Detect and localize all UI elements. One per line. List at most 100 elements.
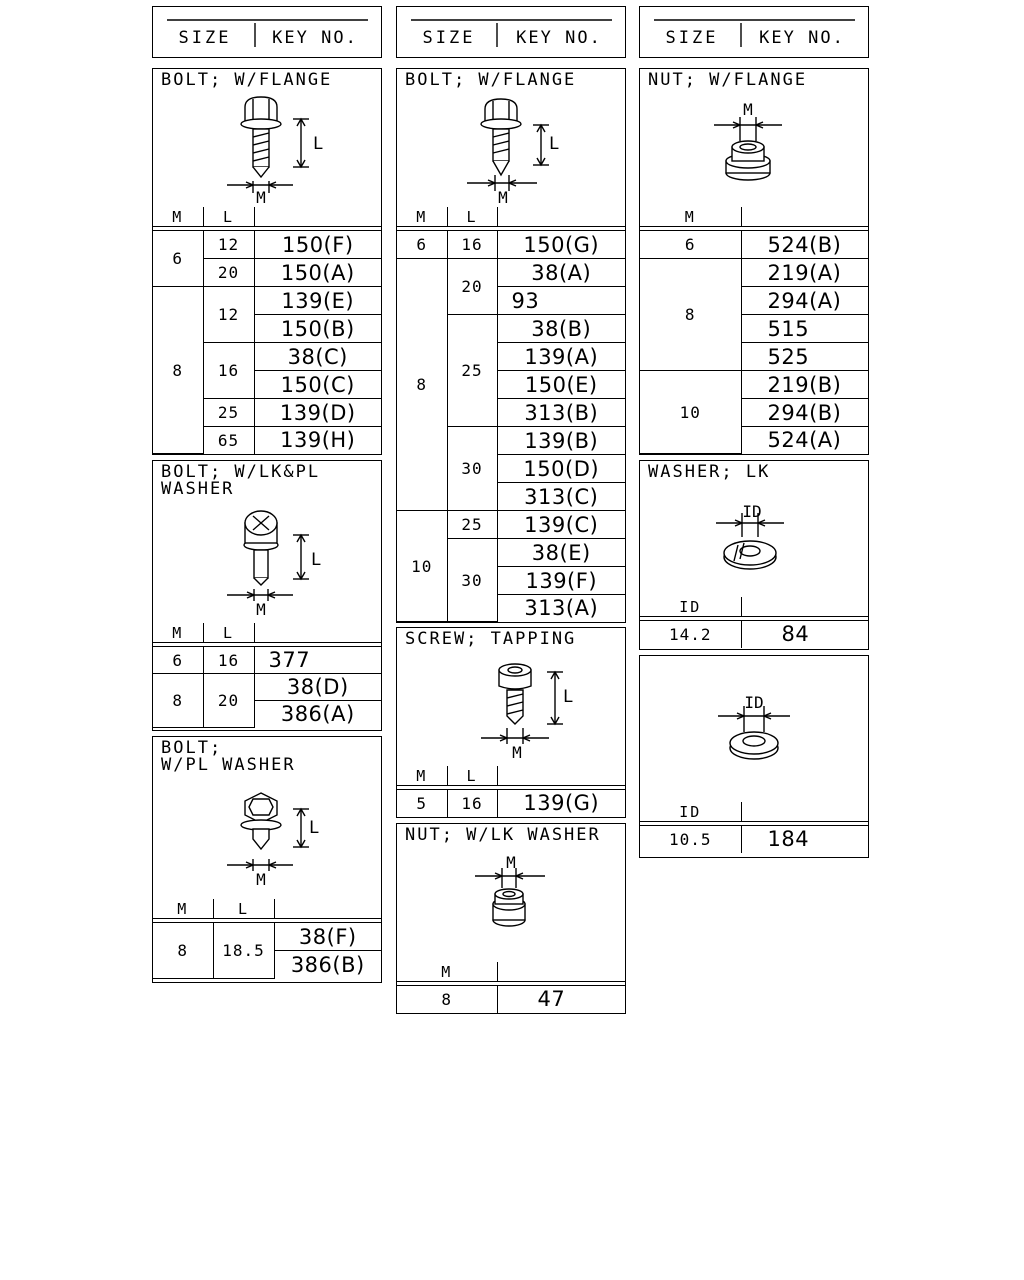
- key-cell: 386(B): [274, 950, 381, 979]
- key-no-label: KEY NO.: [272, 28, 358, 48]
- svg-text:M: M: [512, 743, 522, 762]
- key-cell: 377: [253, 646, 381, 674]
- key-cell: 139(E): [253, 286, 381, 315]
- pl-bolt-icon: L M: [227, 792, 319, 889]
- panel-title: BOLT; W/FLANGE: [405, 70, 577, 90]
- svg-text:SIZE: SIZE: [423, 28, 476, 48]
- key-cell: 184: [740, 825, 868, 853]
- key-cell: 84: [740, 620, 868, 648]
- key-cell: 150(G): [496, 230, 625, 259]
- key-cell: 150(C): [254, 370, 381, 399]
- key-cell: 38(B): [496, 314, 625, 343]
- key-cell: 139(A): [497, 342, 625, 371]
- svg-text:M: M: [506, 853, 516, 872]
- size-key-header-2: SIZE KEY NO.: [396, 6, 626, 58]
- key-cell: 139(C): [496, 510, 625, 539]
- svg-text:ID: ID: [744, 693, 763, 712]
- tapping-screw-icon: L M: [481, 663, 573, 762]
- dim-l-label: L: [313, 134, 323, 154]
- flange-bolt-icon: L M: [467, 98, 559, 207]
- svg-text:KEY NO.: KEY NO.: [516, 28, 602, 48]
- key-cell: 313(A): [497, 594, 625, 622]
- key-cell: 38(F): [273, 922, 381, 951]
- key-cell: 38(C): [253, 342, 381, 371]
- panel-title: BOLT;W/PL WASHER: [161, 738, 296, 775]
- size-key-header-1: SIZE KEY NO.: [152, 6, 382, 58]
- flange-bolt-icon: L M: [227, 96, 323, 207]
- key-cell: 139(F): [497, 566, 625, 595]
- bolt-flange-panel-2: BOLT; W/FLANGE L M M L: [396, 68, 626, 623]
- header-rule: SIZE KEY NO.: [654, 19, 855, 48]
- svg-text:L: L: [311, 550, 321, 570]
- svg-text:M: M: [256, 600, 266, 619]
- svg-text:L: L: [563, 687, 573, 707]
- svg-text:L: L: [309, 818, 319, 838]
- key-cell: 150(F): [253, 230, 381, 259]
- panel-title: SCREW; TAPPING: [405, 629, 577, 649]
- size-key-header-3: SIZE KEY NO.: [639, 6, 869, 58]
- key-cell: 219(B): [740, 370, 868, 399]
- lk-pl-bolt-icon: L M: [227, 510, 321, 619]
- svg-text:M: M: [256, 870, 266, 889]
- key-cell: 150(D): [497, 454, 625, 483]
- key-cell: 38(A): [496, 258, 625, 287]
- key-cell: 150(B): [254, 314, 381, 343]
- screw-tapping-panel: SCREW; TAPPING L M M L: [396, 627, 626, 818]
- key-cell: 313(B): [497, 398, 625, 427]
- key-cell: 313(C): [497, 482, 625, 511]
- panel-title: WASHER; LK: [648, 462, 771, 482]
- svg-text:ID: ID: [742, 502, 761, 521]
- header-rule: SIZE KEY NO.: [167, 19, 368, 48]
- flange-nut-icon: M: [714, 100, 782, 181]
- key-cell: 139(B): [496, 426, 625, 455]
- key-cell: 38(D): [253, 673, 381, 701]
- key-cell: 515: [741, 314, 868, 343]
- key-cell: 139(H): [253, 426, 381, 454]
- svg-text:M: M: [498, 188, 508, 207]
- bolt-flange-panel-1: BOLT; W/FLANGE L M M L: [152, 68, 382, 455]
- plain-washer-icon: ID: [718, 693, 790, 760]
- lock-washer-icon: ID: [716, 502, 784, 570]
- key-cell: 386(A): [254, 700, 381, 728]
- key-cell: 524(A): [741, 426, 868, 454]
- panel-title: BOLT; W/FLANGE: [161, 70, 333, 90]
- lk-nut-icon: M: [475, 853, 545, 927]
- svg-text:KEY NO.: KEY NO.: [759, 28, 845, 48]
- key-cell: 294(A): [741, 286, 868, 315]
- panel-title: NUT; W/FLANGE: [648, 70, 808, 90]
- key-cell: 150(A): [253, 258, 381, 287]
- key-cell: 93: [497, 286, 625, 315]
- svg-text:SIZE: SIZE: [666, 28, 719, 48]
- panel-title: NUT; W/LK WASHER: [405, 825, 601, 845]
- key-cell: 525: [741, 342, 868, 371]
- key-cell: 139(G): [496, 789, 625, 817]
- key-cell: 150(E): [497, 370, 625, 399]
- header-rule: SIZE KEY NO.: [411, 19, 612, 48]
- key-cell: 139(D): [253, 398, 381, 427]
- key-cell: 294(B): [741, 398, 868, 427]
- key-cell: 38(E): [496, 538, 625, 567]
- key-cell: 219(A): [740, 258, 868, 287]
- size-label: SIZE: [179, 28, 232, 48]
- svg-text:L: L: [549, 134, 559, 154]
- key-cell: 47: [496, 985, 625, 1013]
- dim-m-label: M: [256, 188, 266, 207]
- key-cell: 524(B): [740, 230, 868, 259]
- svg-text:M: M: [743, 100, 753, 119]
